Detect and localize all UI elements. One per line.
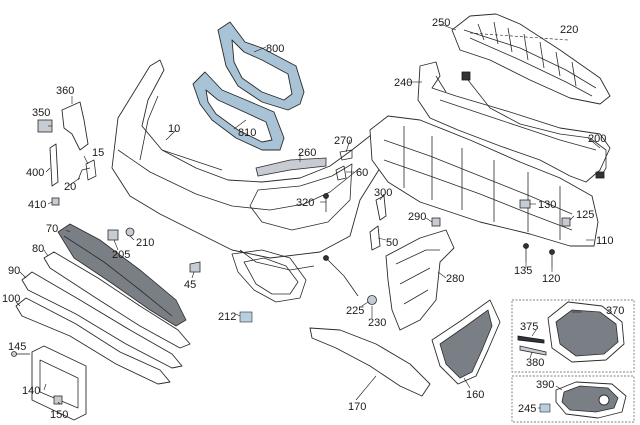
label-390: 390	[536, 379, 554, 391]
label-130: 130	[538, 199, 556, 211]
label-410: 410	[28, 199, 46, 211]
label-50: 50	[386, 237, 398, 249]
label-350: 350	[32, 107, 50, 119]
part-15-clip[interactable]	[85, 159, 97, 181]
part-220-upper-cross-member[interactable]	[451, 13, 611, 105]
part-20-cable[interactable]	[77, 167, 91, 181]
part-60-clip[interactable]	[335, 165, 347, 181]
part-210-sensor[interactable]	[125, 227, 135, 237]
part-380-trim-strip[interactable]	[519, 345, 547, 356]
label-360: 360	[56, 85, 74, 97]
part-45-bracket[interactable]	[189, 261, 201, 273]
part-90-trim-strip[interactable]	[21, 271, 183, 369]
part-290-clip[interactable]	[431, 217, 441, 227]
label-380: 380	[526, 357, 544, 369]
label-230: 230	[368, 317, 386, 329]
part-390-fog-light-frame[interactable]	[555, 381, 627, 419]
part-135-screw[interactable]	[523, 243, 529, 263]
label-90: 90	[8, 265, 20, 277]
label-280: 280	[446, 273, 464, 285]
label-400: 400	[26, 167, 44, 179]
part-280-side-bracket[interactable]	[385, 229, 455, 331]
part-110-underbody-panel[interactable]	[369, 115, 599, 247]
label-160: 160	[466, 389, 484, 401]
part-212-spacer[interactable]	[239, 311, 253, 323]
label-370: 370	[606, 305, 624, 317]
label-140: 140	[22, 385, 40, 397]
part-80-trim-strip[interactable]	[43, 251, 191, 349]
label-320: 320	[296, 197, 314, 209]
label-170: 170	[348, 401, 366, 413]
label-220: 220	[560, 24, 578, 36]
label-212: 212	[218, 311, 236, 323]
label-60: 60	[356, 167, 368, 179]
part-150-clip[interactable]	[53, 395, 63, 405]
part-10-bumper-cover[interactable]	[111, 59, 393, 271]
label-70: 70	[46, 223, 58, 235]
label-205: 205	[112, 249, 130, 261]
part-320-screw[interactable]	[323, 193, 329, 213]
part-240-lower-cross-member[interactable]	[417, 61, 611, 183]
part-810-air-duct-frame[interactable]	[192, 71, 285, 151]
part-230-sensor[interactable]	[367, 295, 377, 305]
part-300-bracket[interactable]	[375, 195, 387, 221]
part-375-trim-strip[interactable]	[517, 335, 545, 344]
label-375: 375	[520, 321, 538, 333]
label-300: 300	[374, 187, 392, 199]
label-270: 270	[334, 135, 352, 147]
label-135: 135	[514, 265, 532, 277]
label-15: 15	[92, 147, 104, 159]
label-145: 145	[8, 341, 26, 353]
label-110: 110	[596, 235, 614, 247]
label-245: 245	[518, 403, 536, 415]
part-270-clip[interactable]	[339, 149, 353, 161]
label-810: 810	[238, 127, 256, 139]
label-800: 800	[266, 43, 284, 55]
label-260: 260	[298, 147, 316, 159]
part-370-grille-insert[interactable]	[547, 301, 625, 363]
part-800-air-duct-frame[interactable]	[217, 21, 305, 111]
label-45: 45	[184, 279, 196, 291]
part-50-bracket[interactable]	[369, 225, 381, 251]
label-210: 210	[136, 237, 154, 249]
part-160-side-grille[interactable]	[431, 299, 501, 385]
part-100-trim-strip[interactable]	[15, 297, 171, 385]
part-140-license-plate-bracket[interactable]	[31, 345, 87, 421]
part-125-clip[interactable]	[561, 217, 571, 227]
part-225-cable[interactable]	[323, 255, 359, 297]
label-20: 20	[64, 181, 76, 193]
part-170-spoiler-lip[interactable]	[309, 327, 431, 397]
label-200: 200	[588, 133, 606, 145]
label-240: 240	[394, 77, 412, 89]
part-200-wiring-harness[interactable]	[461, 71, 607, 179]
part-205-sensor-holder[interactable]	[107, 229, 119, 241]
label-100: 100	[2, 293, 20, 305]
part-120-screw[interactable]	[549, 249, 555, 269]
part-410-clip[interactable]	[51, 197, 60, 206]
fog-light-opening	[231, 249, 307, 303]
part-145-screw[interactable]	[11, 351, 31, 357]
label-290: 290	[408, 211, 426, 223]
label-225: 225	[346, 305, 364, 317]
part-360-bracket[interactable]	[61, 101, 89, 151]
part-number-labels: 800 810 10 260 270 60 320 300 50 250 220…	[2, 17, 624, 421]
label-150: 150	[50, 409, 68, 421]
part-400-bracket[interactable]	[49, 143, 59, 187]
label-250: 250	[432, 17, 450, 29]
part-70-lower-grille[interactable]	[57, 223, 187, 327]
label-80: 80	[32, 243, 44, 255]
label-125: 125	[576, 209, 594, 221]
part-260-trim-strip[interactable]	[255, 157, 327, 177]
label-10: 10	[168, 123, 180, 135]
leader-lines	[15, 23, 601, 409]
label-120: 120	[542, 273, 560, 285]
part-130-clip[interactable]	[519, 199, 531, 209]
part-245-clip[interactable]	[539, 403, 551, 413]
